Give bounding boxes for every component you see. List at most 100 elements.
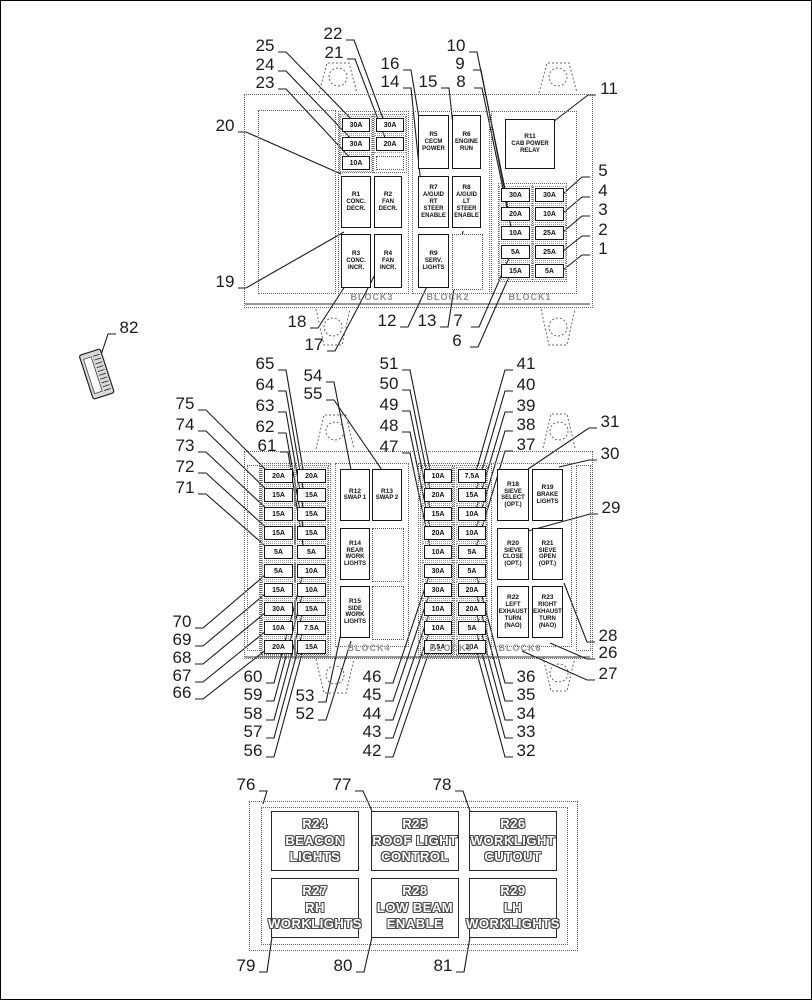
leader-line-22	[346, 39, 386, 125]
mounting-hole-icon	[328, 67, 348, 87]
callout-36: 36	[516, 667, 536, 686]
relay-name: FAN INCR.	[379, 258, 397, 271]
leader-line-11	[552, 94, 596, 123]
callout-21: 21	[324, 43, 344, 62]
callout-28: 28	[598, 626, 618, 645]
fuse-20a: 20A	[422, 524, 454, 542]
fuse-30a: 30A	[422, 562, 454, 580]
fuse-7.5a: 7.5A	[422, 638, 454, 656]
callout-79: 79	[236, 956, 256, 975]
mounting-ear	[315, 308, 351, 346]
relay-name: RIGHT EXHAUST TURN (NAO)	[533, 602, 562, 629]
leader-line-40	[474, 390, 513, 495]
leader-line-82	[100, 333, 116, 356]
relay-name: A/GUID RT STEER ENABLE	[421, 192, 446, 219]
fuse-15a: 15A	[456, 486, 488, 504]
fuse-20a: 20A	[295, 467, 328, 485]
dotted-outline	[295, 465, 329, 655]
callout-60: 60	[243, 667, 263, 686]
callout-68: 68	[172, 648, 192, 667]
relay-name: LEFT EXHAUST TURN (NAO)	[498, 602, 528, 629]
callout-42: 42	[362, 741, 382, 760]
callout-58: 58	[243, 704, 263, 723]
leader-line-17	[327, 266, 380, 352]
callout-74: 74	[175, 415, 195, 434]
relay-name: A/GUID LT STEER ENABLE	[454, 192, 479, 219]
fuse-5a: 5A	[456, 562, 488, 580]
callout-4: 4	[598, 181, 608, 200]
fuse-30a: 30A	[499, 186, 532, 204]
dotted-outline	[420, 465, 453, 655]
fuse-15a: 15A	[262, 486, 295, 504]
leader-line-76	[259, 790, 268, 805]
relay-id: R5	[429, 131, 438, 139]
callout-18: 18	[287, 312, 307, 331]
callout-22: 22	[323, 24, 343, 43]
leader-line-65	[278, 369, 305, 476]
callout-6: 6	[452, 331, 462, 350]
fuse-20a: 20A	[456, 638, 488, 656]
leader-line-42	[385, 645, 432, 758]
mounting-ear	[542, 656, 576, 692]
relay-name: SIDE WORK LIGHTS	[344, 605, 366, 626]
callout-59: 59	[243, 685, 263, 704]
leader-line-55	[326, 399, 383, 471]
leader-line-26	[549, 642, 595, 660]
empty-relay-slot	[452, 234, 483, 290]
fuse-15a: 15A	[499, 262, 532, 280]
relay-id: R18	[507, 480, 519, 488]
callout-67: 67	[172, 666, 192, 685]
fuse-10a: 10A	[533, 205, 566, 223]
callout-64: 64	[255, 375, 275, 394]
leader-line-52	[318, 640, 352, 721]
fuse-15a: 15A	[262, 524, 295, 542]
relay-id: R23	[541, 594, 554, 602]
relay-id: R1	[351, 191, 361, 199]
dotted-outline	[244, 94, 593, 308]
relay-name: BEACON LIGHTS	[285, 832, 345, 865]
fuse-20a: 20A	[422, 486, 454, 504]
mounting-ear	[542, 413, 576, 449]
callout-26: 26	[598, 643, 618, 662]
relay-name: ROOF LIGHT CONTROL	[372, 832, 458, 865]
leader-line-78	[455, 790, 471, 812]
callout-34: 34	[516, 704, 536, 723]
callout-25: 25	[255, 36, 275, 55]
fuse-15a: 15A	[295, 638, 328, 656]
dotted-outline	[412, 111, 490, 294]
callout-63: 63	[255, 396, 275, 415]
relay-name: SERV. LIGHTS	[422, 258, 445, 271]
relay-id: R11	[524, 133, 536, 141]
dotted-outline	[260, 463, 331, 657]
relay-id: R29	[500, 882, 526, 898]
dotted-outline	[339, 114, 373, 173]
relay-name: WORKLIGHT CUTOUT	[470, 832, 556, 865]
block-label: BLOCK1	[508, 292, 552, 302]
fuse-10a: 10A	[422, 600, 454, 618]
relay-name: CONC. DECR.	[346, 199, 366, 212]
callout-71: 71	[175, 478, 195, 497]
relay-name: LH WORKLIGHTS	[466, 899, 560, 932]
dotted-outline	[491, 111, 577, 294]
relay-id: R3	[351, 250, 361, 258]
callout-69: 69	[172, 630, 192, 649]
callout-52: 52	[295, 704, 315, 723]
callout-39: 39	[516, 396, 536, 415]
fuse-20a: 20A	[262, 638, 295, 656]
callout-47: 47	[379, 437, 399, 456]
leader-line-80	[356, 936, 373, 973]
callout-2: 2	[598, 220, 608, 239]
fuse-10a: 10A	[422, 467, 454, 485]
relay-id: R15	[349, 597, 361, 605]
leader-line-16	[403, 69, 422, 131]
mounting-ear	[318, 62, 358, 94]
leader-line-56	[266, 645, 305, 758]
fuse-15a: 15A	[295, 524, 328, 542]
